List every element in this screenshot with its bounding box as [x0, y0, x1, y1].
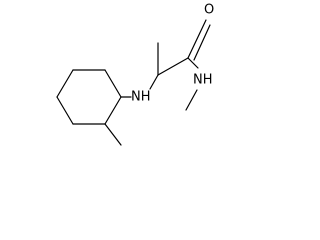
carbonyl-bond-inner: [193, 24, 211, 61]
structure-diagram: O NH NH: [0, 0, 221, 150]
amine-nh-label: NH: [131, 90, 151, 105]
ring-bond-2: [104, 69, 122, 98]
carbonyl-to-amide-bond: [187, 57, 199, 69]
ring-bond-3: [104, 96, 122, 125]
ring-methyl-bond: [104, 123, 122, 146]
alpha-to-carbonyl-bond: [157, 57, 189, 76]
amide-methyl-bond: [185, 89, 198, 111]
ring-bond-5: [56, 96, 74, 125]
amide-nh-label: NH: [193, 73, 213, 88]
ring-bond-6: [56, 69, 74, 98]
amine-to-alpha-carbon-bond: [149, 74, 159, 90]
oxygen-label: O: [204, 3, 214, 18]
molecule-structure: O NH NH: [56, 3, 214, 146]
carbonyl-bond-outer: [187, 19, 207, 59]
